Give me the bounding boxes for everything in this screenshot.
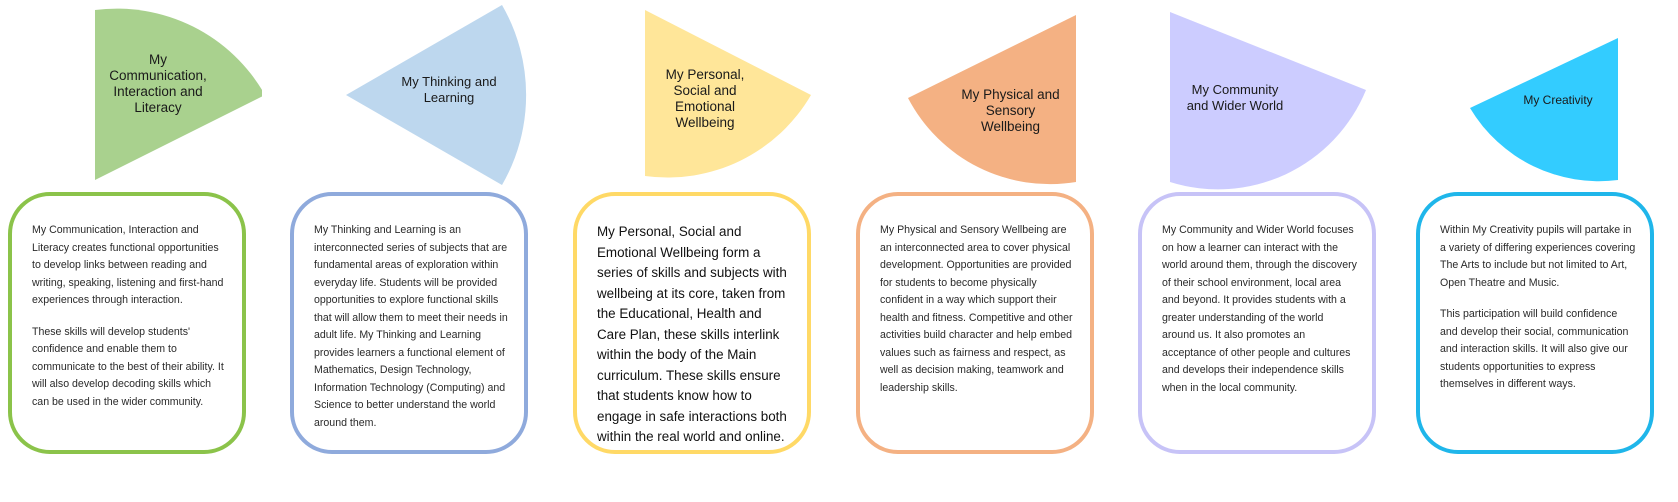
- column-physical: My Physical and Sensory Wellbeing My Phy…: [848, 0, 1110, 502]
- title-line: Communication,: [109, 68, 207, 83]
- title-line: My Physical and: [961, 87, 1060, 102]
- sector-fill-creativity: [1470, 38, 1618, 182]
- sector-shape-community: [1170, 12, 1366, 190]
- sector-fill-thinking: [346, 5, 527, 185]
- column-community: My Community and Wider World My Communit…: [1130, 0, 1392, 502]
- description-paragraph: My Thinking and Learning is an interconn…: [314, 224, 508, 429]
- description-box-creativity: Within My Creativity pupils will partake…: [1416, 192, 1654, 454]
- description-paragraph: My Physical and Sensory Wellbeing are an…: [880, 224, 1073, 394]
- description-box-personal: My Personal, Social and Emotional Wellbe…: [573, 192, 811, 454]
- title-line: Learning: [423, 90, 475, 105]
- description-paragraph: My Communication, Interaction and Litera…: [32, 224, 224, 306]
- sector-fill-physical: [908, 15, 1076, 185]
- sector-shape-physical: [908, 15, 1076, 185]
- title-line: Social and: [673, 83, 737, 98]
- title-line: and Wider World: [1186, 98, 1284, 113]
- title-line: My Community: [1191, 82, 1279, 97]
- sector-fill-community: [1170, 12, 1366, 190]
- shape-thinking: My Thinking and Learning: [282, 0, 544, 190]
- column-creativity: My Creativity Within My Creativity pupil…: [1408, 0, 1670, 502]
- description-box-thinking: My Thinking and Learning is an interconn…: [290, 192, 528, 454]
- title-line: Sensory: [985, 103, 1036, 118]
- column-personal: My Personal, Social and Emotional Wellbe…: [565, 0, 827, 502]
- title-line: Interaction and: [113, 84, 203, 99]
- shape-label-communication: My Communication, Interaction and Litera…: [88, 48, 228, 120]
- title-line: My Personal,: [665, 67, 745, 82]
- title-line: My Thinking and: [401, 74, 497, 89]
- description-paragraph: This participation will build confidence…: [1440, 308, 1629, 390]
- shape-label-physical: My Physical and Sensory Wellbeing: [938, 84, 1083, 138]
- shape-communication: My Communication, Interaction and Litera…: [0, 0, 262, 190]
- description-paragraph: My Community and Wider World focuses on …: [1162, 224, 1357, 394]
- description-paragraph: My Personal, Social and Emotional Wellbe…: [597, 224, 787, 444]
- sector-fill-personal: [645, 10, 811, 178]
- title-line: Literacy: [134, 100, 182, 115]
- sector-shape-creativity: [1470, 38, 1618, 182]
- shape-label-community: My Community and Wider World: [1160, 80, 1310, 116]
- column-thinking: My Thinking and Learning My Thinking and…: [282, 0, 544, 502]
- description-paragraph: Within My Creativity pupils will partake…: [1440, 224, 1636, 289]
- description-box-community: My Community and Wider World focuses on …: [1138, 192, 1376, 454]
- title-line: Wellbeing: [980, 119, 1041, 134]
- title-line: Wellbeing: [675, 115, 735, 130]
- shape-label-personal: My Personal, Social and Emotional Wellbe…: [635, 64, 775, 134]
- title-line: Emotional: [674, 99, 736, 114]
- shape-physical: My Physical and Sensory Wellbeing: [848, 0, 1110, 190]
- shape-community: My Community and Wider World: [1130, 0, 1392, 190]
- column-communication: My Communication, Interaction and Litera…: [0, 0, 262, 502]
- sector-shape-thinking: [346, 5, 527, 185]
- sector-shape-personal: [645, 10, 811, 178]
- shape-label-creativity: My Creativity: [1498, 90, 1618, 110]
- sector-fill-communication: [95, 8, 262, 180]
- shape-creativity: My Creativity: [1408, 0, 1670, 190]
- shape-label-thinking: My Thinking and Learning: [384, 70, 514, 110]
- description-box-physical: My Physical and Sensory Wellbeing are an…: [856, 192, 1094, 454]
- shape-personal: My Personal, Social and Emotional Wellbe…: [565, 0, 827, 190]
- description-box-communication: My Communication, Interaction and Litera…: [8, 192, 246, 454]
- title-line: My: [148, 52, 167, 67]
- title-line: My Creativity: [1523, 93, 1593, 107]
- description-paragraph: These skills will develop students' conf…: [32, 325, 224, 408]
- sector-shape-communication: [95, 8, 262, 180]
